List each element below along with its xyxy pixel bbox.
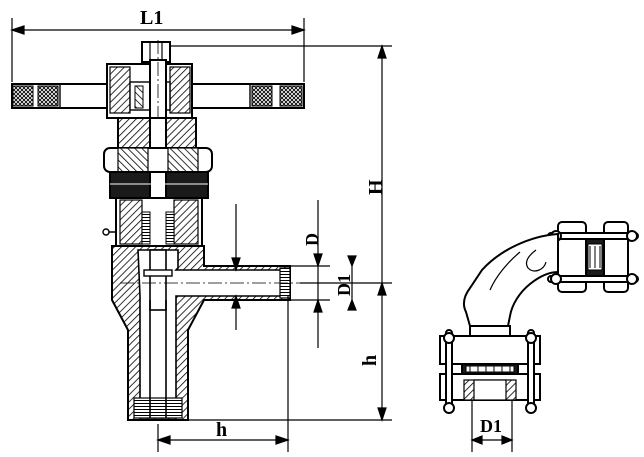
dim-label-h-horizontal: h — [216, 419, 227, 441]
valve-section-view — [11, 40, 305, 421]
dim-label-h-vertical: h — [359, 355, 381, 366]
flange-connection-view — [439, 221, 639, 414]
packing-chamber — [102, 197, 203, 247]
dim-label-h-total: H — [365, 179, 387, 195]
dim-label-d1-main: D1 — [334, 274, 354, 296]
dim-label-d: D — [302, 233, 322, 246]
dimension-lines — [10, 18, 514, 452]
upper-flange — [547, 221, 639, 293]
valve-body — [111, 245, 300, 421]
dim-label-d1-flange: D1 — [480, 416, 502, 436]
elbow-pipe — [462, 232, 559, 327]
lower-flange — [439, 325, 541, 414]
dim-label-l1: L1 — [140, 7, 163, 29]
bonnet — [103, 117, 213, 199]
